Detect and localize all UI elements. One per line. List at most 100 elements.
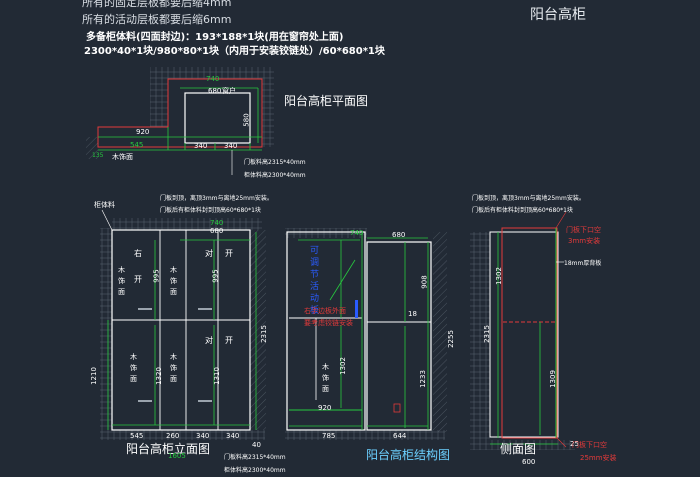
struct-dim-1302: 1302 [338,357,347,375]
plan-wall-top [168,67,272,79]
side-dim-1309: 1309 [548,370,557,388]
struct-red-note-2: 要考虑铰链安装 [304,319,353,327]
elev-dim-h-mid: 1320 [154,367,163,385]
struct-frame-left [286,231,366,431]
plan-dim-inner: 680 [208,87,222,95]
elev-dim-h-upper: 995 [152,269,161,283]
plan-dim-small: 135 [92,152,104,159]
elev-dim-h-left: 1210 [89,367,98,385]
side-dim-1302: 1302 [494,267,503,285]
elev-dim-40: 40 [252,441,261,449]
side-frame [489,231,559,438]
elev-dim-w-inner: 680 [210,227,224,235]
struct-dim-inner: 680 [392,231,406,239]
elev-floor [100,430,265,440]
elev-wall-left [100,228,112,438]
side-door [501,227,558,439]
plan-window-box [184,92,251,144]
elev-title: 阳台高柜立面图 [126,442,211,456]
elev-dim-340b: 340 [226,432,240,440]
struct-blue-text: 可调节活动板 [310,246,320,316]
struct-dim-908: 908 [420,275,429,289]
plan-wall-left [86,137,98,159]
structure-view [285,228,447,440]
elev-door-double-2: 开 [225,249,233,258]
struct-floor [285,430,445,440]
note-line-2: 所有的活动层板都要后缩6mm [82,13,232,26]
side-red-bot-1: 门板下口空 [572,441,607,449]
elev-dim-260: 260 [166,432,180,440]
struct-dim-18: 18 [408,310,417,318]
side-note-2: 门板后有柜体料封到顶高60*680*1块 [472,207,573,214]
struct-frame-right [366,241,432,431]
plan-dim-mid1: 340 [194,142,208,150]
plan-wall-left-upper [150,67,168,127]
elev-ceiling [112,218,262,230]
elev-door-right-2: 开 [134,275,142,284]
elev-wood-2: 木饰面 [170,266,177,296]
elevation-view [100,209,266,440]
plan-note-cab: 柜体料高2300*40mm [244,172,306,179]
elev-dim-h-total: 2315 [259,325,268,343]
elev-note-1: 门板到顶，离顶3mm与离地25mm安装。 [160,195,273,202]
side-title: 侧面图 [500,442,537,456]
plan-note-door: 门板料高2315*40mm [244,159,306,166]
elev-bottom-note-1: 门板料高2315*40mm [224,454,286,461]
plan-label-window: 窗户 [222,87,236,95]
elev-dim-h-upper-2: 995 [211,269,220,283]
side-wall-left [470,232,490,442]
elev-dim-h-right: 1310 [212,367,221,385]
struct-dim-920: 920 [318,404,332,412]
struct-dim-785: 785 [322,432,336,440]
drawing-title: 阳台高柜 [530,7,586,23]
plan-label-wood: 木饰面 [112,153,133,161]
plan-dim-top: 740 [206,75,220,83]
elev-cabinet-frame [111,229,251,431]
plan-wall-right [262,67,274,147]
side-dim-25: 25 [570,440,579,448]
struct-dim-644: 644 [393,432,407,440]
side-dim-600: 600 [522,458,536,466]
side-panel-note: 18mm厚背板 [564,260,602,267]
side-red-top-1: 门板下口空 [566,226,601,234]
struct-ceiling [285,228,367,238]
elev-dim-340a: 340 [196,432,210,440]
elev-wood-1: 木饰面 [118,266,125,296]
elev-cab-label: 柜体料 [94,201,115,209]
struct-wood: 木饰面 [322,363,329,393]
elev-bottom-note-2: 柜体料高2300*40mm [224,467,286,474]
struct-dim-top: 740 [350,229,364,237]
struct-wall-right [433,232,447,432]
struct-dim-1233: 1233 [418,370,427,388]
elev-wood-4: 木饰面 [170,353,177,383]
struct-dim-2255: 2255 [446,330,455,348]
note-line-4: 2300*40*1块/980*80*1块（内用于安装铰链处）/60*680*1块 [84,46,385,57]
plan-view [86,67,274,175]
struct-red-note-1: 右手边板外面 [304,307,346,315]
plan-dim-right: 580 [242,113,251,127]
elev-dim-545: 545 [130,432,144,440]
elev-dim-1605: 1605 [168,452,186,460]
elev-door-right-1: 右 [134,249,142,258]
side-note-1: 门板到顶，离顶3mm与离地25mm安装。 [472,195,585,202]
plan-title: 阳台高柜平面图 [284,94,369,108]
elev-dim-w-top: 740 [210,219,224,227]
side-floor [470,440,575,450]
elev-door-double-4: 开 [225,336,233,345]
elev-wood-3: 木饰面 [130,353,137,383]
side-red-bot-2: 25mm安装 [580,454,617,462]
side-view [470,211,575,450]
elev-door-double-3: 对 [205,336,213,345]
struct-title: 阳台高柜结构图 [366,448,451,462]
note-line-1: 所有的固定层板都要后缩4mm [82,0,232,9]
plan-dim-mid2: 340 [224,142,238,150]
plan-dim-left-bot: 545 [130,141,144,149]
side-dim-2315: 2315 [482,325,491,343]
elev-wall-right [250,230,266,430]
side-red-top-2: 3mm安装 [568,237,601,245]
elev-door-double-1: 对 [205,249,213,258]
plan-dim-left-top: 920 [136,128,150,136]
elev-note-2: 门板后有柜体料封到顶高60*680*1块 [160,207,261,214]
note-line-3: 多备柜体料(四面封边)：193*188*1块(用在窗帘处上面) [86,32,344,43]
